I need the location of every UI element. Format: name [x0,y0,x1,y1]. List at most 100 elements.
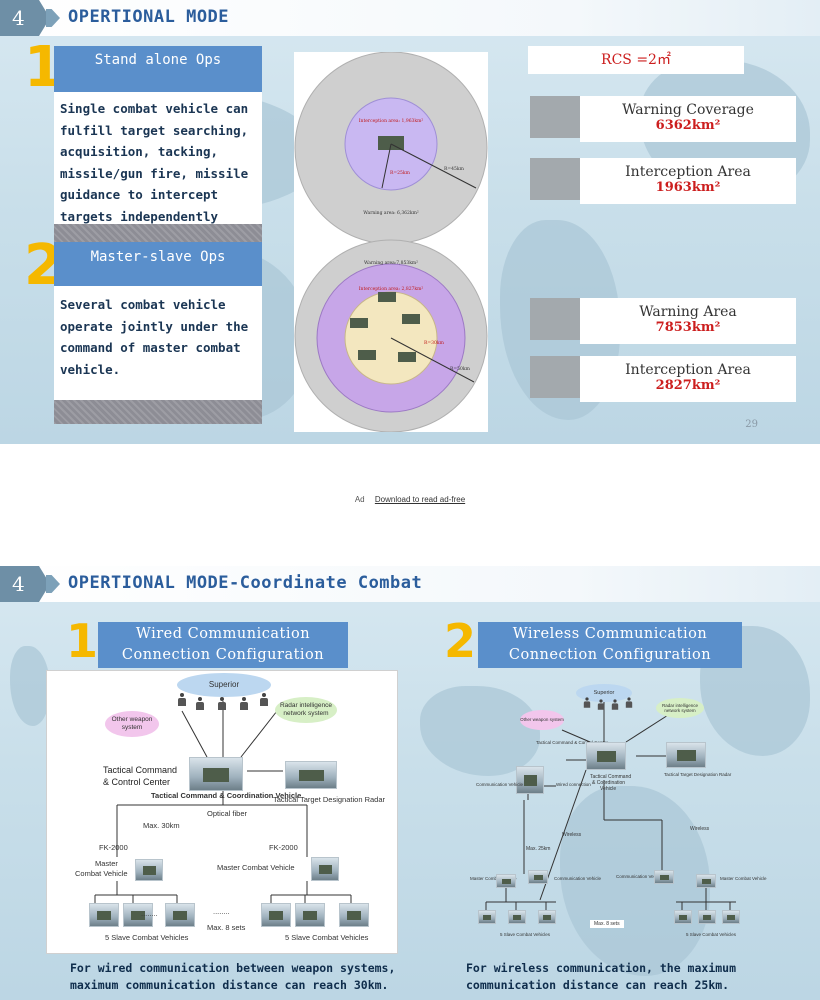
map-background [420,686,540,776]
interception-area-label: Interception area: 1,963km² [359,118,424,124]
metric-marker [530,158,586,200]
master-vehicle [496,874,516,888]
diagram-label: Communication Vehicle [554,876,602,881]
wired-diagram-lines [94,701,352,903]
divider-bar [54,400,262,424]
combat-vehicle [378,136,404,150]
diagram-label: ........ [141,909,158,918]
radius-label: R=30km [424,340,445,346]
communication-vehicle [528,870,548,884]
radius-label: R=50km [450,366,471,372]
diagram-label: Max. 30km [143,821,180,830]
metric-value: 7853km² [655,320,721,335]
ad-banner: Ad Download to read ad-free [0,495,820,504]
download-ad-free-link[interactable]: Download to read ad-free [374,495,466,504]
text-line: acquisition, tacking, [60,144,219,159]
diagram-label: & Control Center [103,777,171,787]
slave-vehicle [538,910,556,924]
heading-line: Connection Configuration [508,647,712,663]
wireless-diagram: Superior Other weapon system Radar intel… [466,670,767,954]
metric-interception-area: Interception Area 2827km² [580,356,796,402]
command-vehicle [189,757,243,791]
metric-label: Warning Coverage [622,102,754,118]
warning-area-label: Warning area:7,853km² [364,260,418,266]
master-vehicle [696,874,716,888]
text-line: vehicle. [60,361,121,377]
text-line: guidance to intercept [60,187,219,202]
metric-marker [530,96,586,138]
diagram-label: 5 Slave Combat Vehicles [500,932,551,937]
diagram-label: Max. 25km [526,846,551,852]
ad-tag: Ad [354,495,365,504]
superior-node: Superior [576,684,632,702]
other-weapon-node: Other weapon system [105,711,159,737]
diagram-label: Wired connection [556,782,591,787]
heading-line: Wired Communication [135,626,311,642]
diagram-label: Wireless [562,832,582,838]
radar-network-node: Radar intelligence network system [275,697,337,723]
metric-label: Warning Area [639,304,737,320]
slave-vehicle [698,910,716,924]
diagram-label: Tactical Command & Control Center [536,740,608,745]
communication-vehicle [516,766,544,794]
combat-vehicle [358,350,376,360]
slave-vehicle [165,903,195,927]
section-heading: Stand alone Ops [54,46,262,92]
heading-line: Connection Configuration [121,647,325,663]
coverage-diagram-panel: Interception area: 1,963km² Warning area… [294,51,488,433]
slave-vehicle [339,903,369,927]
command-vehicle [586,742,626,770]
slide-title: OPERTIONAL MODE [68,7,230,27]
diagram-label: Master Combat Vehicle [720,876,767,881]
slave-vehicle [478,910,496,924]
metric-value: 2827km² [655,378,721,393]
slide-header [0,566,820,602]
combat-vehicle [350,318,368,328]
slide-coordinate-combat: 4 OPERTIONAL MODE-Coordinate Combat 1 Wi… [0,566,820,1000]
radius-line [381,143,392,189]
combat-vehicle [378,292,396,302]
heading-line: Wireless Communication [512,626,708,642]
diagram-label: Optical fiber [207,809,248,818]
wired-caption: For wired communication between weapon s… [70,960,395,994]
metric-interception-area: Interception Area 1963km² [580,158,796,204]
combat-vehicle [402,314,420,324]
metric-warning-coverage: Warning Coverage 6362km² [580,96,796,142]
text-line: fulfill target searching, [60,122,249,138]
diagram-label: Tactical Command [103,765,178,775]
wired-diagram: Superior Other weapon system Radar intel… [46,670,398,954]
diagram-label: ........ [213,907,230,916]
diagram-label: Master Combat Vehicle [217,863,295,872]
caption-line: communication distance can reach 25km. [466,978,730,992]
operator-icon [259,693,269,707]
diagram-label: Master Combat Vehicle [470,876,517,881]
operator-icon [625,697,633,708]
wireless-heading: Wireless Communication Connection Config… [478,622,742,668]
diagram-label: Communication Vehicle [476,782,524,787]
slave-vehicle [123,903,153,927]
diagram-label: Combat Vehicle [75,869,128,878]
slide-header [0,0,820,36]
metric-value: 6362km² [655,118,721,133]
slide-title: OPERTIONAL MODE-Coordinate Combat [68,573,423,593]
slide-number-badge: 4 [0,0,50,36]
text-line: command of master combat [60,340,241,355]
page-number: 29 [745,419,758,430]
communication-vehicle [654,870,674,884]
section-number: 1 [66,614,99,668]
slave-vehicle [508,910,526,924]
rcs-label: RCS =2㎡ [528,46,744,74]
combat-vehicle [398,352,416,362]
slide-number-badge: 4 [0,566,50,602]
radar-network-node: Radar intelligence network system [656,698,704,718]
metric-label: Interception Area [625,164,751,180]
caption-line: For wired communication between weapon s… [70,961,396,975]
slave-vehicle [722,910,740,924]
interception-area-label: Interception area: 2,827km² [359,286,424,292]
diagram-label: Tactical Target Designation Radar [664,772,732,777]
metric-marker [530,356,586,398]
diagram-label: Tactical Target Designation Radar [273,795,386,804]
metric-warning-area: Warning Area 7853km² [580,298,796,344]
slave-vehicle [295,903,325,927]
text-line: missile/gun fire, missile [60,165,249,181]
